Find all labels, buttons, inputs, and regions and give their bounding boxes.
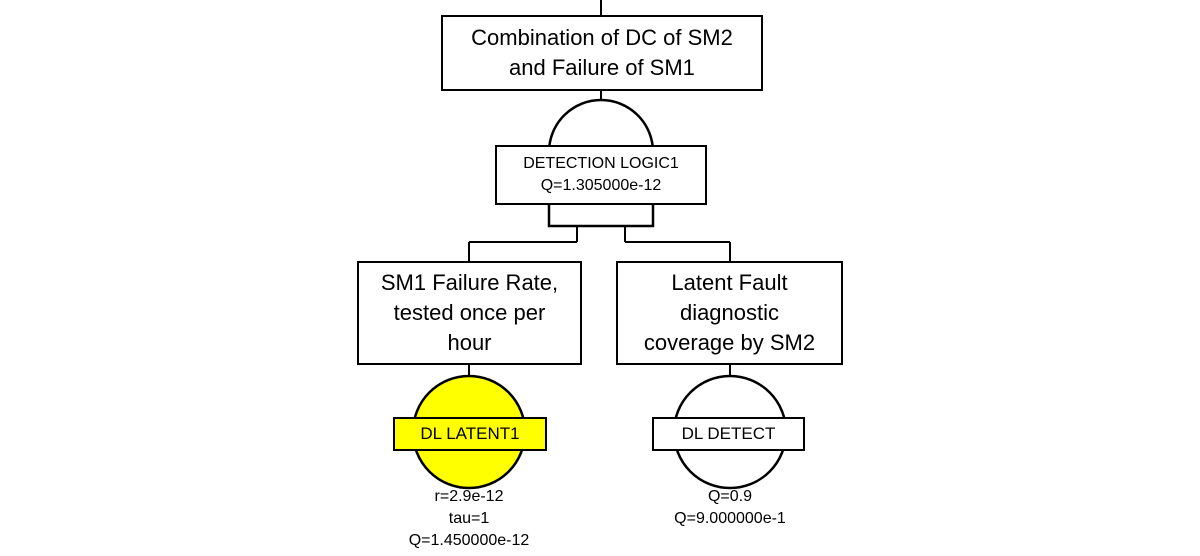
param-q: Q=1.450000e-12: [408, 532, 530, 549]
basic-event-params-detect: Q=0.9 Q=9.000000e-1: [630, 486, 830, 530]
gate-probability: Q=1.305000e-12: [540, 177, 662, 194]
top-event-label: Combination of DC of SM2 and Failure of …: [471, 25, 733, 80]
gate-name: DETECTION LOGIC1: [523, 155, 679, 172]
gate-label-box[interactable]: DETECTION LOGIC1 Q=1.305000e-12: [495, 145, 707, 205]
basic-event-name-detect: DL DETECT: [681, 424, 776, 443]
left-event-box[interactable]: SM1 Failure Rate, tested once per hour: [357, 261, 582, 365]
param-rate: r=2.9e-12: [434, 488, 504, 505]
param-q-long: Q=9.000000e-1: [674, 510, 786, 527]
right-event-box[interactable]: Latent Fault diagnostic coverage by SM2: [616, 261, 843, 365]
param-q-short: Q=0.9: [707, 488, 753, 505]
top-event-box[interactable]: Combination of DC of SM2 and Failure of …: [441, 15, 763, 91]
basic-event-params-latent: r=2.9e-12 tau=1 Q=1.450000e-12: [369, 486, 569, 552]
param-tau: tau=1: [448, 510, 490, 527]
basic-event-name-latent: DL LATENT1: [420, 424, 520, 443]
left-event-label: SM1 Failure Rate, tested once per hour: [380, 270, 559, 355]
right-event-label: Latent Fault diagnostic coverage by SM2: [643, 270, 816, 355]
basic-event-label-detect[interactable]: DL DETECT: [652, 417, 805, 451]
basic-event-label-latent[interactable]: DL LATENT1: [393, 417, 547, 451]
